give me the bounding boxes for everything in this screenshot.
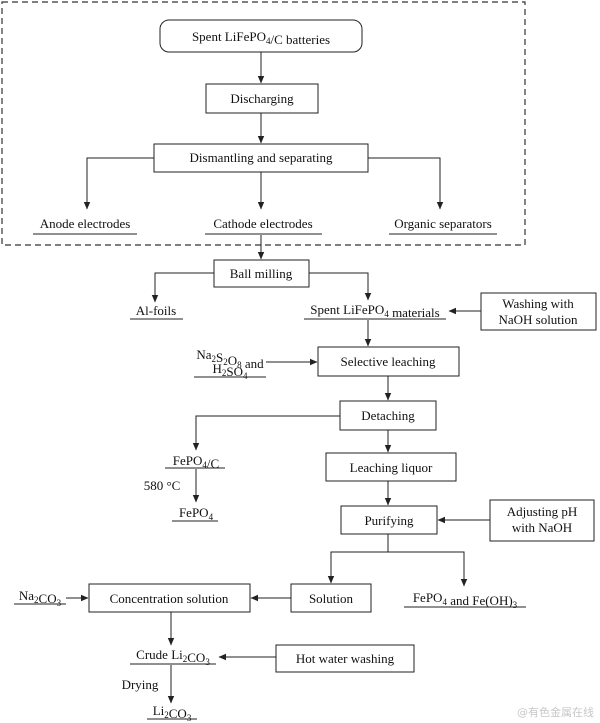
label-washing-line2: NaOH solution — [498, 312, 578, 327]
node-discharging-box — [205, 83, 319, 114]
label-reagent-line2: H2SO4 — [212, 361, 248, 381]
dashed-boundary — [1, 1, 526, 246]
arrow-to-spent-material — [309, 272, 372, 301]
label-crude: Crude Li2CO3 — [136, 647, 210, 667]
arrow-to-fepo4c — [192, 415, 340, 451]
label-leaching-liquor: Leaching liquor — [350, 460, 433, 475]
label-washing-line1: Washing with — [502, 296, 574, 311]
label-organic: Organic separators — [394, 216, 492, 231]
label-selective-leaching: Selective leaching — [341, 354, 436, 369]
label-solution: Solution — [309, 591, 354, 606]
node-concentration-box — [88, 583, 251, 613]
label-li2co3: Li2CO3 — [153, 703, 192, 723]
node-purifying-box — [340, 505, 438, 535]
label-adjust-line2: with NaOH — [512, 520, 572, 535]
arrow-to-solution — [327, 551, 388, 584]
arrow-to-organic — [368, 157, 444, 210]
label-precipitate: FePO4 and Fe(OH)3 — [413, 590, 518, 610]
label-al-foils: Al-foils — [136, 303, 176, 318]
label-drying: Drying — [122, 677, 159, 692]
node-leaching-liquor-box — [325, 452, 457, 482]
label-concentration: Concentration solution — [110, 591, 229, 606]
label-ball-milling: Ball milling — [230, 266, 293, 281]
label-fepo4: FePO4 — [179, 505, 214, 522]
label-fepo4c: FePO4/C — [173, 453, 219, 471]
arrow-to-al-foils — [151, 272, 214, 303]
node-ball-milling-box — [213, 259, 310, 288]
label-dismantling: Dismantling and separating — [190, 150, 333, 165]
node-adjust-ph-box — [489, 499, 595, 542]
node-hot-water-box — [275, 644, 415, 673]
arrow-to-precipitate — [388, 551, 468, 587]
label-spent-batteries: Spent LiFePO4/C batteries — [192, 29, 330, 47]
label-adjust-line1: Adjusting pH — [507, 504, 577, 519]
label-temperature: 580 °C — [144, 478, 181, 493]
label-discharging: Discharging — [230, 91, 294, 106]
label-hot-water: Hot water washing — [296, 651, 395, 666]
node-selective-leaching-box — [317, 346, 460, 377]
watermark: @有色金属在线 — [517, 705, 594, 719]
label-spent-material: Spent LiFePO4 materials — [310, 302, 439, 320]
label-detaching: Detaching — [361, 408, 415, 423]
label-purifying: Purifying — [364, 513, 414, 528]
label-na2co3: Na2CO3 — [19, 588, 62, 608]
label-anode: Anode electrodes — [40, 216, 131, 231]
label-reagent-line1: Na2S2O8 and — [196, 347, 264, 371]
label-cathode: Cathode electrodes — [213, 216, 312, 231]
arrow-to-anode — [83, 157, 154, 210]
